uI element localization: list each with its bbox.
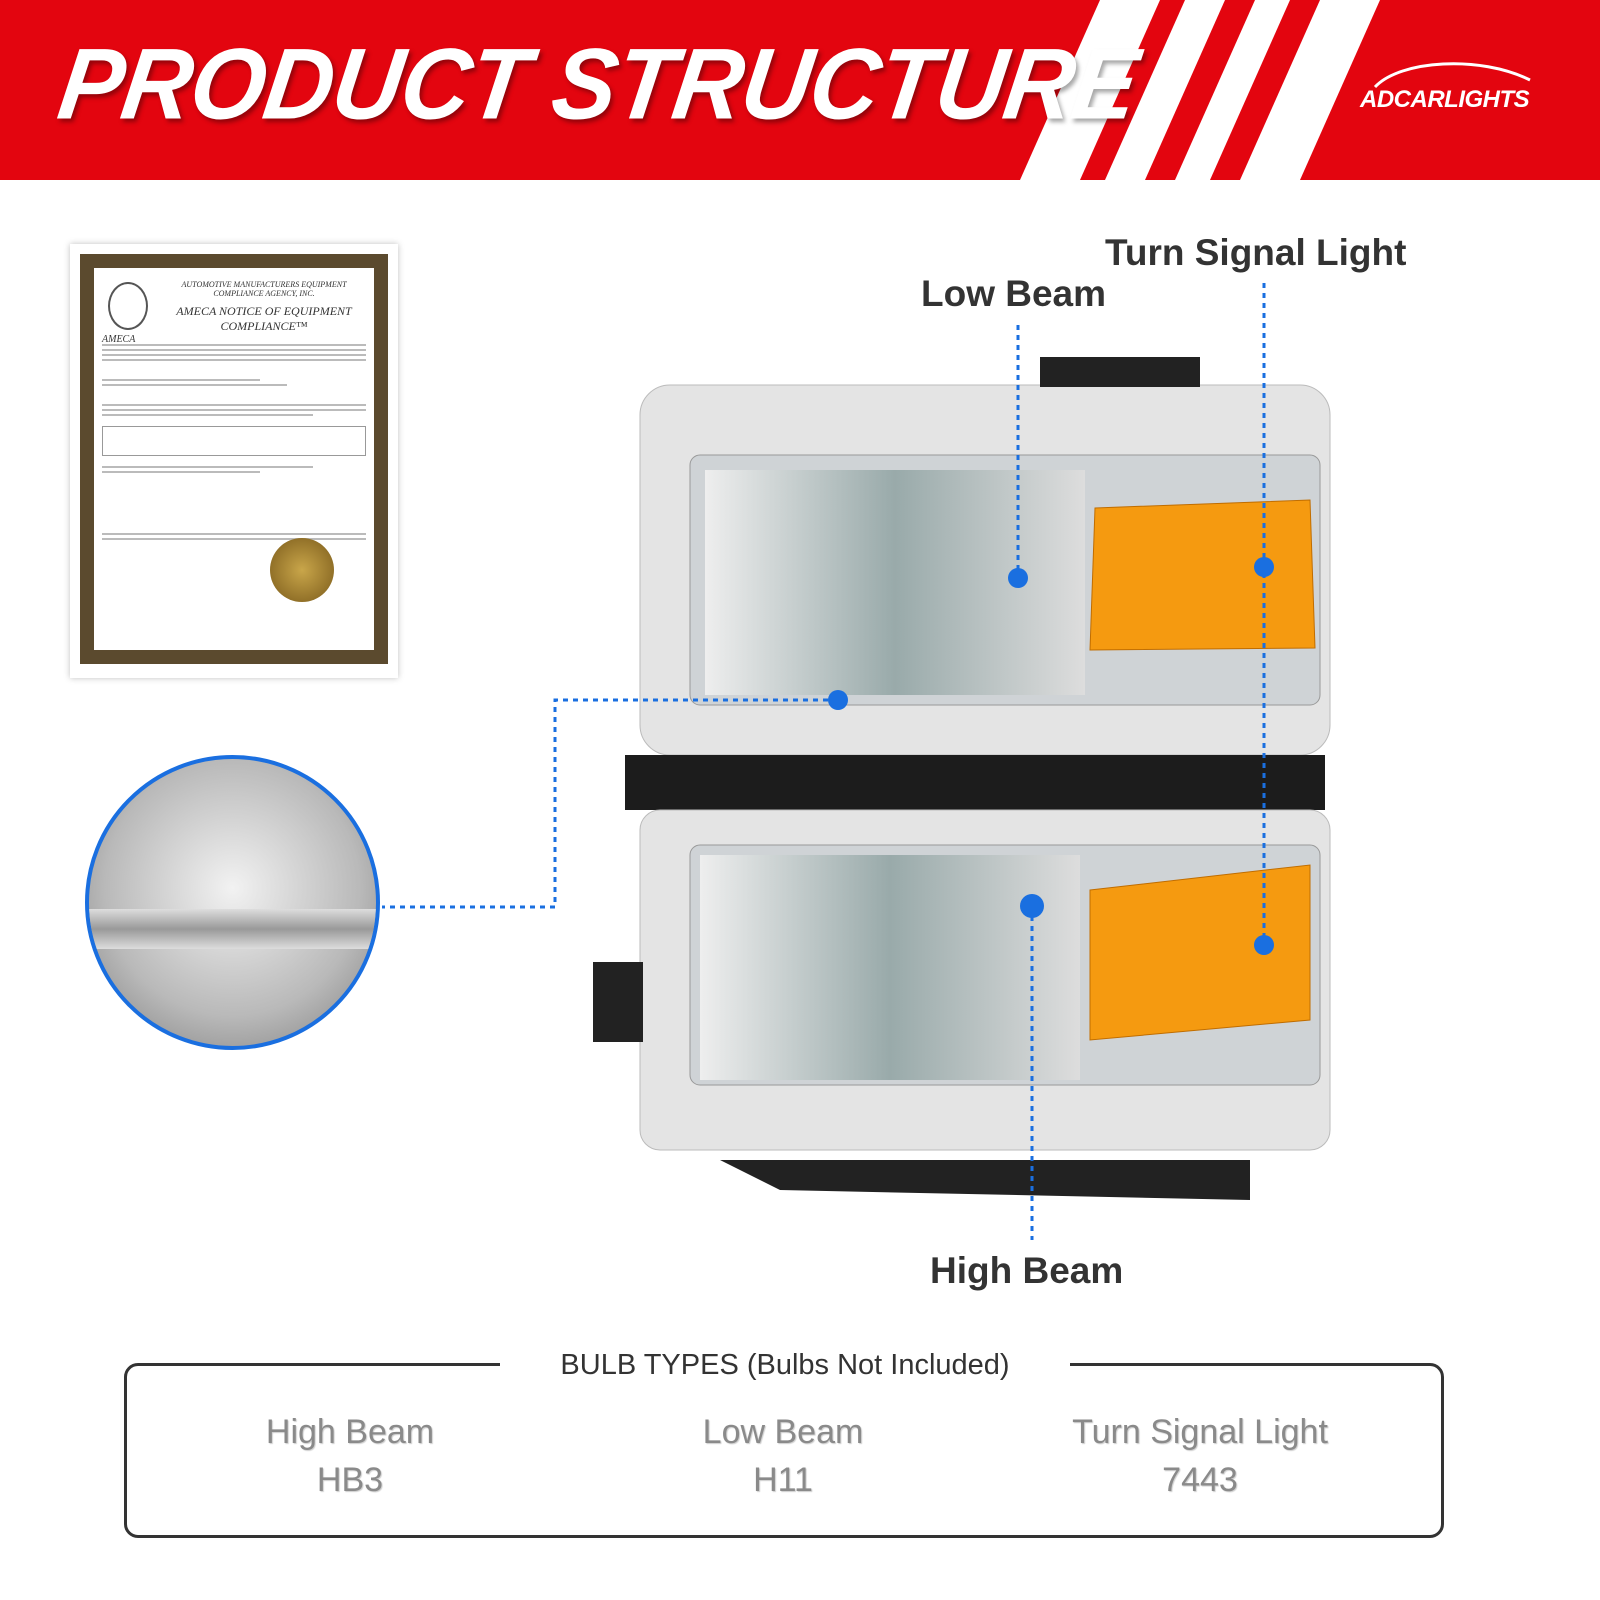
dot-marking-closeup	[85, 755, 380, 1050]
stripe-decoration	[1020, 0, 1380, 180]
dot-marking-marker	[828, 690, 848, 710]
header-banner	[0, 0, 1600, 180]
low-beam-marker	[1008, 568, 1028, 588]
ameca-logo-text: AMECA	[102, 334, 136, 345]
high-beam-label: High Beam	[930, 1250, 1124, 1291]
bulb-types-title: BULB TYPES (Bulbs Not Included)	[500, 1345, 1070, 1385]
certificate-image: AMECA AUTOMOTIVE MANUFACTURERS EQUIPMENT…	[70, 244, 398, 678]
callout-lines	[382, 283, 1266, 1240]
turn-signal-marker-lower	[1254, 935, 1274, 955]
turn-signal-label: Turn Signal Light	[1105, 232, 1407, 273]
certificate-agency: AUTOMOTIVE MANUFACTURERS EQUIPMENT COMPL…	[181, 280, 347, 298]
low-beam-label: Low Beam	[921, 273, 1107, 314]
ameca-seal-icon	[108, 282, 148, 330]
car-logo-icon	[1373, 62, 1531, 89]
certificate-heading: AMECA NOTICE OF EQUIPMENT COMPLIANCE™	[176, 304, 352, 333]
gold-seal-icon	[270, 538, 334, 602]
brand-logo: ADCARLIGHTS	[1360, 86, 1530, 113]
high-beam-marker	[1020, 894, 1044, 918]
turn-signal-marker-upper	[1254, 557, 1274, 577]
